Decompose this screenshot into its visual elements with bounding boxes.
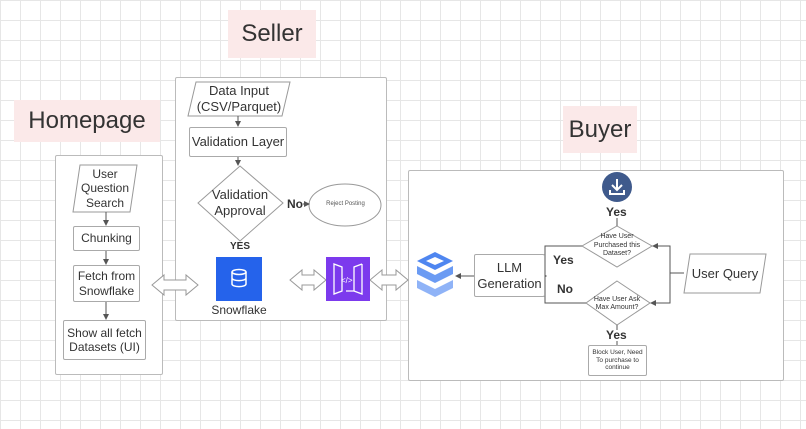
max-amount-node[interactable]: Have User Ask Max Amount?	[593, 295, 641, 311]
double-arrows	[151, 268, 409, 297]
no-label: No	[287, 197, 303, 211]
yes-label: YES	[230, 241, 251, 252]
chunking-node[interactable]: Chunking	[73, 226, 140, 251]
seller-label: Seller	[228, 10, 316, 58]
user-query-shape	[683, 253, 767, 294]
buyer-label: Buyer	[563, 106, 637, 153]
user-question-shape	[72, 164, 138, 213]
validation-approval-node[interactable]: Validation Approval	[211, 187, 269, 218]
yes-left-label: Yes	[553, 253, 574, 267]
user-question-node[interactable]: User Question Search	[80, 166, 130, 210]
block-user-node[interactable]: Block User, Need To purchase to continue	[588, 345, 647, 376]
yes-top-label: Yes	[606, 205, 627, 219]
api-gateway-icon	[326, 257, 370, 301]
fetch-node[interactable]: Fetch from Snowflake	[73, 265, 140, 302]
snowflake-label: Snowflake	[211, 303, 267, 317]
purchased-shape	[581, 225, 653, 268]
yes-bottom-label: Yes	[606, 328, 627, 342]
homepage-label: Homepage	[14, 100, 160, 142]
purchased-node[interactable]: Have User Purchased this Dataset?	[593, 233, 641, 258]
database-icon	[216, 257, 262, 301]
double-arrow-homepage-seller	[151, 273, 199, 297]
show-datasets-node[interactable]: Show all fetch Datasets (UI)	[63, 320, 146, 360]
no-label-buyer: No	[557, 282, 573, 296]
double-arrow-api-buyer	[369, 268, 409, 292]
data-input-shape	[187, 81, 291, 117]
svg-text:</>: </>	[341, 276, 353, 285]
validation-layer-node[interactable]: Validation Layer	[189, 127, 287, 157]
stack-icon	[417, 252, 453, 297]
llm-generation-node[interactable]: LLM Generation	[474, 254, 545, 297]
data-input-node[interactable]: Data Input (CSV/Parquet)	[196, 83, 282, 114]
user-query-node[interactable]: User Query	[691, 265, 759, 281]
validation-approval-shape	[197, 165, 284, 242]
double-arrow-snowflake-api	[289, 268, 327, 292]
reject-node[interactable]: Reject Posting	[326, 201, 365, 208]
